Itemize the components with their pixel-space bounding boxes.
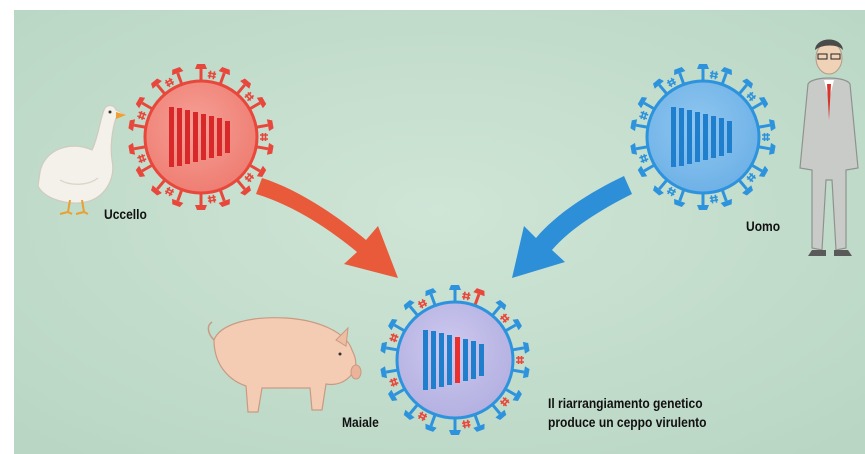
bird-label: Uccello	[104, 206, 147, 222]
pig-label: Maiale	[342, 414, 379, 430]
human-label: Uomo	[746, 218, 780, 234]
caption-line-1: Il riarrangiamento genetico	[548, 394, 707, 413]
reassortment-caption: Il riarrangiamento genetico produce un c…	[548, 394, 707, 432]
caption-line-2: produce un ceppo virulento	[548, 413, 707, 432]
